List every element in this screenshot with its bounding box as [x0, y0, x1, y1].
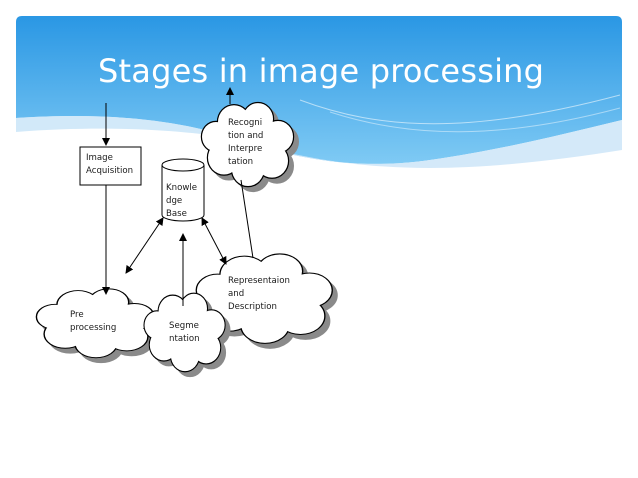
slide-title: Stages in image processing [98, 52, 545, 90]
image-acquisition-box [79, 146, 142, 186]
label-recognition: Recogni tion and Interpre tation [228, 118, 264, 167]
arrow-knowledge-representation [201, 217, 227, 265]
arrow-knowledge-preprocessing [125, 217, 164, 274]
label-knowledge-base: Knowle dge Base [166, 183, 198, 219]
line-representation-recognition [240, 179, 254, 259]
knowledge-base-cylinder [161, 158, 205, 222]
label-preprocessing: Pre processing [70, 310, 117, 333]
label-representation: Representaion and Description [228, 276, 290, 312]
label-image-acquisition: Image Acquisition [86, 153, 134, 176]
label-segmentation: Segme ntation [169, 321, 200, 344]
